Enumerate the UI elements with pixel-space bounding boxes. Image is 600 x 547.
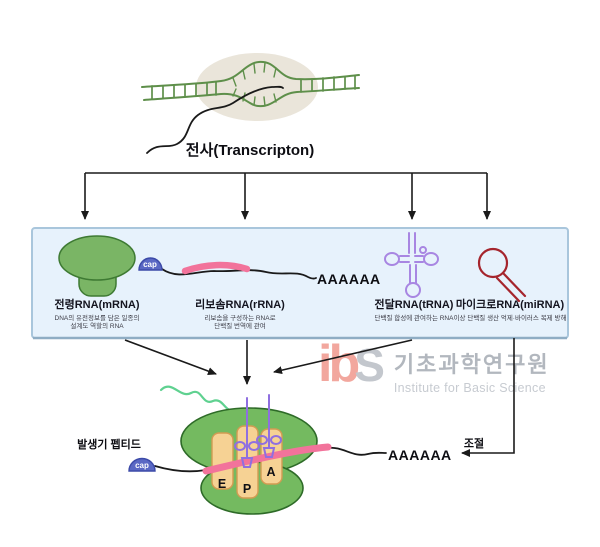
ibs-name-english: Institute for Basic Science — [393, 381, 546, 395]
transcription-bubble-highlight — [196, 53, 318, 121]
rrna-title: 리보솜RNA(rRNA) — [195, 299, 285, 311]
panel-cap-label: cap — [143, 260, 157, 269]
transcription-label: 전사(Transcripton) — [185, 142, 315, 159]
nascent-peptide-line — [159, 385, 249, 422]
site-letter-p: P — [242, 482, 252, 496]
arrow-to-ribosome-left — [124, 339, 217, 375]
trna-title: 전달RNA(tRNA) — [374, 299, 454, 311]
strand-line — [161, 268, 317, 280]
ribosome-large-subunit — [180, 407, 318, 475]
ibs-logo: ibS — [318, 338, 385, 390]
dna-strand-top — [141, 60, 360, 88]
bubble-open-bases — [232, 62, 277, 107]
mirna-item-labels: 마이크로RNA(miRNA) 이상 단백질 생산 억제·바이러스 복제 방해 — [454, 296, 567, 323]
nascent-peptide-label: 발생기 펩티드 — [77, 439, 141, 451]
rrna-desc-line1: 리보솜을 구성하는 RNA로 — [204, 315, 276, 322]
trna-in-p-site — [234, 397, 260, 468]
trna-item-labels: 전달RNA(tRNA) 단백질 합성에 관여하는 RNA — [375, 296, 454, 323]
mrna-right-line — [326, 446, 387, 456]
mirna-hairpin-icon — [477, 247, 527, 303]
branch-arrows — [81, 172, 491, 220]
mirna-title: 마이크로RNA(miRNA) — [455, 299, 565, 311]
mushroom-cap — [58, 235, 136, 281]
ribosome-graphic — [128, 385, 387, 515]
ibs-names: 기초과학연구원 Institute for Basic Science — [394, 347, 550, 395]
trna-cloverleaf-icon — [384, 232, 439, 298]
ibs-logo-s: S — [354, 339, 385, 391]
dna-strand-bottom — [143, 87, 360, 108]
mirna-desc-line1: 이상 단백질 생산 억제·바이러스 복제 방해 — [453, 315, 567, 322]
ibs-name-korean: 기초과학연구원 — [393, 352, 550, 377]
mrna-desc-line1: DNA의 유전정보를 담은 일종의 — [54, 315, 140, 322]
dna-base-rungs — [151, 75, 356, 100]
rrna-desc-line2: 단백질 번역에 관여 — [214, 323, 266, 330]
rrna-strand-graphic — [138, 257, 317, 280]
dna-transcription-graphic — [141, 53, 360, 154]
mrna-title: 전령RNA(mRNA) — [54, 299, 140, 311]
site-letter-e: E — [217, 477, 227, 491]
ibs-watermark: ibS 기초과학연구원 Institute for Basic Science — [318, 338, 550, 395]
trna-in-a-site — [256, 394, 282, 458]
rrna-item-labels: 리보솜RNA(rRNA) 리보솜을 구성하는 RNA로 단백질 번역에 관여 — [195, 296, 285, 331]
ribosome-small-subunit — [200, 461, 304, 515]
mushroom-stem — [78, 261, 117, 297]
regulation-label: 조절 — [463, 438, 485, 450]
trna-desc-line1: 단백질 합성에 관여하는 RNA — [374, 315, 454, 322]
mrna-desc-line2: 설계도 역할의 RNA — [70, 323, 124, 330]
mrna-left-line — [154, 465, 207, 473]
strand-coding-region — [181, 261, 251, 275]
mrna-mushroom-shape — [58, 235, 136, 297]
ibs-logo-ib: ib — [318, 335, 360, 393]
ribosome-cap-label: cap — [135, 461, 149, 470]
mrna-item-labels: 전령RNA(mRNA) DNA의 유전정보를 담은 일종의 설계도 역할의 RN… — [54, 296, 139, 331]
site-letter-a: A — [266, 465, 276, 479]
panel-polya-label: AAAAAA — [317, 271, 381, 287]
bottom-polya-label: AAAAAA — [388, 447, 452, 463]
